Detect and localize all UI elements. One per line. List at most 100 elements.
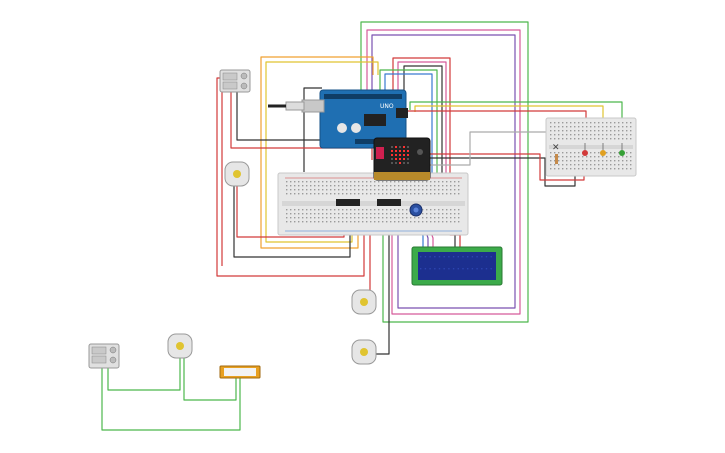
hole xyxy=(318,185,320,187)
hole xyxy=(398,221,400,223)
motor-driver-chip-2[interactable] xyxy=(377,199,401,206)
hole xyxy=(374,209,376,211)
microbit-board[interactable] xyxy=(373,137,431,181)
hole xyxy=(434,213,436,215)
hole xyxy=(618,126,620,128)
battery-pack-icon[interactable] xyxy=(219,69,251,93)
hole xyxy=(442,217,444,219)
wire-pink-2 xyxy=(397,61,447,228)
hole xyxy=(450,189,452,191)
dc-motor-icon-3[interactable] xyxy=(351,339,377,365)
buzzer-icon[interactable]: ✕ xyxy=(552,143,560,153)
hole xyxy=(586,122,588,124)
motor-driver-chip-1[interactable] xyxy=(336,199,360,206)
hole xyxy=(610,152,612,154)
microbit-led xyxy=(403,150,405,152)
hole xyxy=(418,221,420,223)
hole xyxy=(426,185,428,187)
hole xyxy=(606,130,608,132)
dc-motor-icon-2[interactable] xyxy=(351,289,377,315)
wire-yellow-1 xyxy=(265,61,379,243)
hole xyxy=(334,181,336,183)
hole xyxy=(558,164,560,166)
hole xyxy=(290,189,292,191)
hole xyxy=(630,156,632,158)
hole xyxy=(350,209,352,211)
hole xyxy=(290,217,292,219)
led-red[interactable] xyxy=(582,143,588,156)
led-green[interactable] xyxy=(619,143,625,156)
hole xyxy=(570,126,572,128)
hole xyxy=(386,193,388,195)
resistor-small[interactable] xyxy=(555,154,558,164)
lcd-display[interactable] xyxy=(411,246,503,286)
hole xyxy=(622,168,624,170)
hole xyxy=(570,122,572,124)
hole xyxy=(618,168,620,170)
hole xyxy=(298,185,300,187)
hole xyxy=(476,268,478,270)
breadboard-main[interactable] xyxy=(277,172,469,236)
hole xyxy=(481,256,483,258)
hole xyxy=(314,193,316,195)
hole xyxy=(390,189,392,191)
hole xyxy=(454,213,456,215)
hole xyxy=(446,213,448,215)
hole xyxy=(374,185,376,187)
hole xyxy=(406,209,408,211)
battery-pack-icon-2[interactable] xyxy=(88,343,120,369)
hole xyxy=(443,256,445,258)
hole xyxy=(614,152,616,154)
hole xyxy=(446,189,448,191)
hole xyxy=(554,130,556,132)
wire-green-bl-1 xyxy=(107,357,181,391)
hole xyxy=(626,126,628,128)
microbit-button-b[interactable] xyxy=(417,149,423,155)
hole xyxy=(370,213,372,215)
hole xyxy=(457,256,459,258)
breadboard-right-holes xyxy=(550,122,632,170)
hole xyxy=(566,122,568,124)
led-yellow[interactable] xyxy=(600,143,606,156)
hole xyxy=(582,130,584,132)
hole xyxy=(458,213,460,215)
hole xyxy=(574,134,576,136)
hole xyxy=(382,209,384,211)
wire-blue-1 xyxy=(384,73,433,185)
hole xyxy=(614,134,616,136)
hole xyxy=(570,164,572,166)
hole xyxy=(302,193,304,195)
hole xyxy=(420,268,422,270)
hole xyxy=(354,193,356,195)
hole xyxy=(550,164,552,166)
hole xyxy=(394,181,396,183)
hole xyxy=(452,256,455,258)
hole xyxy=(598,134,600,136)
wire-green-2 xyxy=(379,69,438,182)
dc-motor-icon-1[interactable] xyxy=(224,161,250,187)
microbit-led xyxy=(395,162,397,164)
dc-motor-icon-4[interactable] xyxy=(167,333,193,359)
hole xyxy=(358,217,360,219)
hole xyxy=(314,181,316,183)
breadboard-right[interactable] xyxy=(545,117,637,177)
hole xyxy=(554,126,556,128)
hole xyxy=(286,193,288,195)
usb-cable-icon[interactable] xyxy=(268,99,325,113)
microbit-led xyxy=(391,154,393,156)
hole xyxy=(626,138,628,140)
hole xyxy=(378,181,380,183)
hole xyxy=(366,189,368,191)
hole xyxy=(398,213,400,215)
hole xyxy=(422,193,424,195)
slide-switch-icon[interactable] xyxy=(219,365,261,379)
hole xyxy=(610,168,612,170)
hole xyxy=(326,185,328,187)
hole xyxy=(602,122,604,124)
hole xyxy=(354,217,356,219)
hole xyxy=(330,185,332,187)
potentiometer-icon[interactable] xyxy=(409,203,423,217)
hole xyxy=(370,193,372,195)
microbit-button-a[interactable] xyxy=(376,147,384,159)
hole xyxy=(406,181,408,183)
